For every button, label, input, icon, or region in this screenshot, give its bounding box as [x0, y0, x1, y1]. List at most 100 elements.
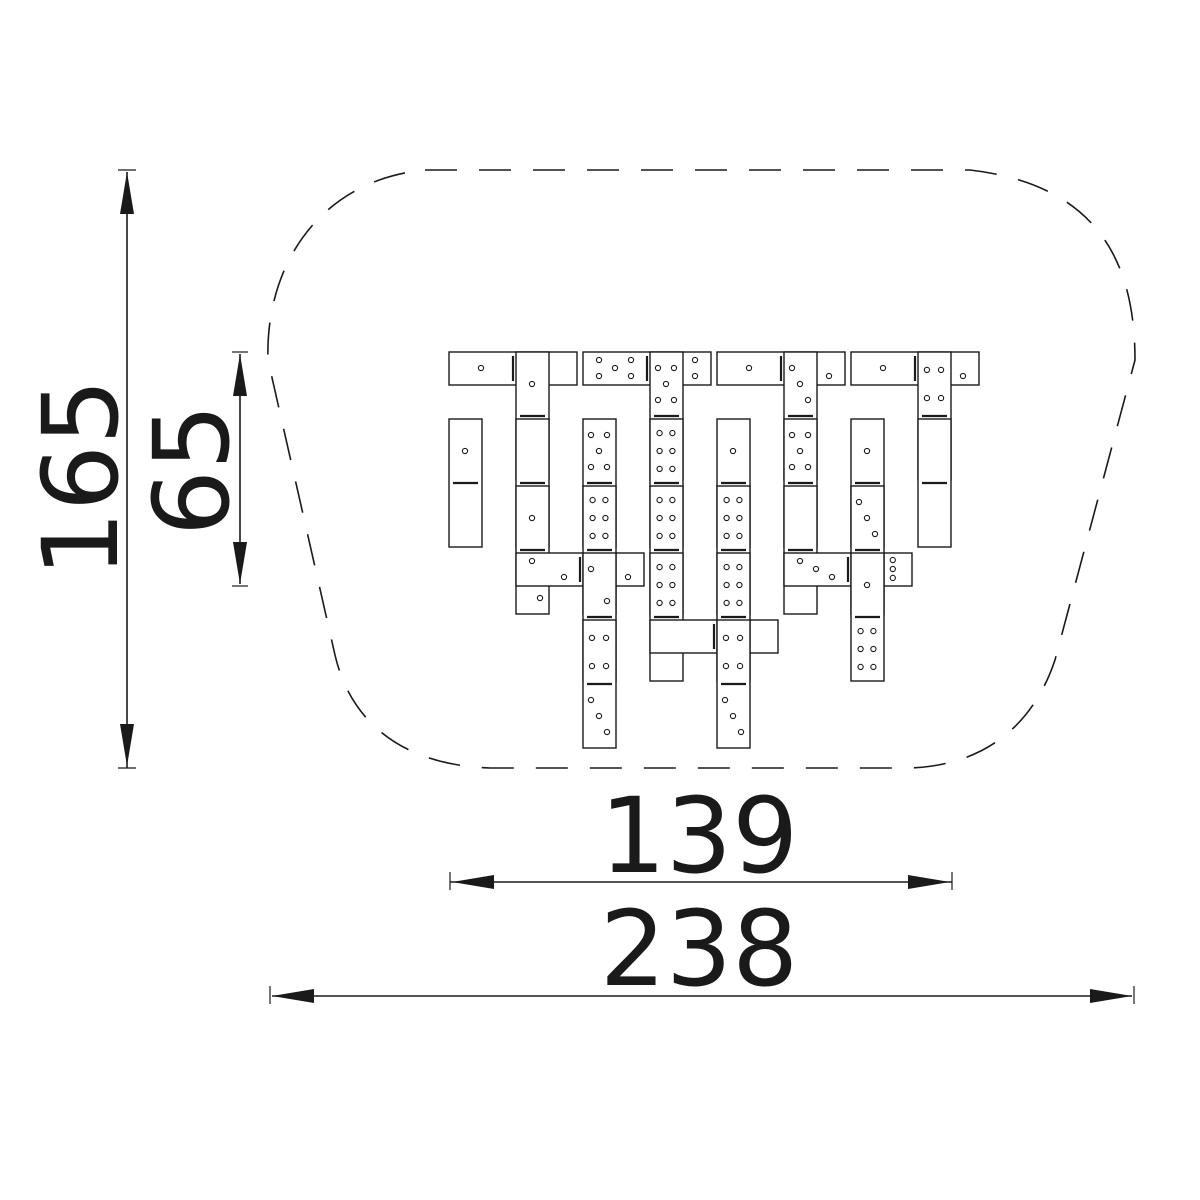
domino-pip	[669, 581, 676, 589]
domino-pip	[602, 532, 609, 540]
domino-pip	[595, 712, 603, 720]
domino-pip	[656, 465, 663, 473]
domino-pip	[656, 532, 663, 540]
domino-pip	[627, 356, 635, 364]
domino-pip	[595, 372, 603, 380]
arrowhead-right	[908, 875, 950, 889]
domino-tile	[515, 485, 550, 615]
domino-pip	[461, 447, 469, 455]
domino-pip	[669, 447, 676, 455]
domino-pip	[656, 581, 663, 589]
domino-pip	[863, 581, 871, 589]
height-dimension-65: 65	[131, 351, 253, 587]
domino-pip	[603, 463, 611, 471]
domino-pip	[602, 634, 610, 642]
domino-pip	[670, 364, 678, 372]
domino-pip	[889, 565, 896, 573]
domino-pip	[723, 496, 730, 504]
domino-tile	[582, 351, 712, 386]
domino-pip	[589, 532, 596, 540]
domino-tile	[783, 552, 913, 587]
arrowhead-left	[452, 875, 494, 889]
domino-pip	[669, 465, 676, 473]
domino-pip	[863, 514, 871, 522]
domino-tile	[716, 351, 846, 386]
domino-pip	[879, 364, 887, 372]
domino-pip	[722, 662, 730, 670]
domino-pip	[788, 463, 796, 471]
domino-pip	[812, 565, 820, 573]
domino-pip	[857, 663, 864, 671]
domino-pip	[736, 563, 743, 571]
domino-pip	[796, 557, 804, 565]
domino-pip	[670, 396, 678, 404]
domino-pip	[587, 431, 595, 439]
domino-pip	[654, 364, 662, 372]
domino-pip	[669, 496, 676, 504]
domino-tile	[850, 351, 980, 386]
domino-pip	[528, 557, 536, 565]
domino-pip	[736, 496, 743, 504]
domino-pip	[656, 514, 663, 522]
domino-pip	[536, 594, 544, 602]
domino-pip	[669, 429, 676, 437]
domino-pip	[723, 514, 730, 522]
width-dimension-238: 238	[269, 888, 1135, 1010]
domino-path	[448, 351, 980, 749]
domino-pip	[611, 364, 619, 372]
domino-pip	[923, 394, 931, 402]
domino-pip	[788, 431, 796, 439]
domino-pip	[857, 645, 864, 653]
domino-pip	[654, 396, 662, 404]
domino-pip	[723, 599, 730, 607]
domino-pip	[723, 563, 730, 571]
domino-pip	[602, 662, 610, 670]
domino-pip	[870, 627, 877, 635]
domino-height-label: 65	[131, 404, 253, 536]
domino-pip	[656, 599, 663, 607]
domino-pip	[745, 364, 753, 372]
domino-tile	[783, 485, 818, 615]
domino-pip	[656, 429, 663, 437]
domino-tile	[649, 552, 684, 682]
domino-pip	[722, 634, 730, 642]
domino-width-label: 139	[600, 775, 799, 897]
domino-pip	[736, 634, 744, 642]
domino-pip	[729, 447, 737, 455]
domino-pip	[863, 447, 871, 455]
domino-tile	[448, 351, 578, 386]
domino-pip	[937, 366, 945, 374]
width-dimension-139: 139	[449, 775, 953, 897]
domino-pip	[828, 573, 836, 581]
domino-pip	[656, 563, 663, 571]
domino-pip	[656, 496, 663, 504]
domino-pip	[870, 663, 877, 671]
domino-tile	[649, 619, 779, 654]
domino-pip	[804, 463, 812, 471]
domino-tile	[716, 619, 751, 749]
domino-pip	[691, 356, 699, 364]
arrowhead-down	[233, 542, 247, 584]
domino-pip	[669, 563, 676, 571]
domino-tile	[448, 418, 483, 548]
safety-zone-outline	[267, 169, 1136, 769]
arrowhead-up	[233, 354, 247, 396]
domino-pip	[736, 532, 743, 540]
domino-tile	[515, 552, 645, 587]
domino-pip	[477, 364, 485, 372]
domino-pip	[737, 728, 745, 736]
domino-pip	[723, 532, 730, 540]
domino-pip	[603, 597, 611, 605]
domino-pip	[959, 372, 967, 380]
domino-pip	[587, 565, 595, 573]
arrowhead-up	[120, 172, 134, 214]
arrowhead-right	[1090, 989, 1132, 1003]
domino-pip	[788, 364, 796, 372]
domino-pip	[804, 431, 812, 439]
domino-tile	[850, 552, 885, 682]
domino-pip	[528, 514, 536, 522]
domino-pip	[729, 712, 737, 720]
domino-pip	[589, 514, 596, 522]
domino-pip	[804, 396, 812, 404]
